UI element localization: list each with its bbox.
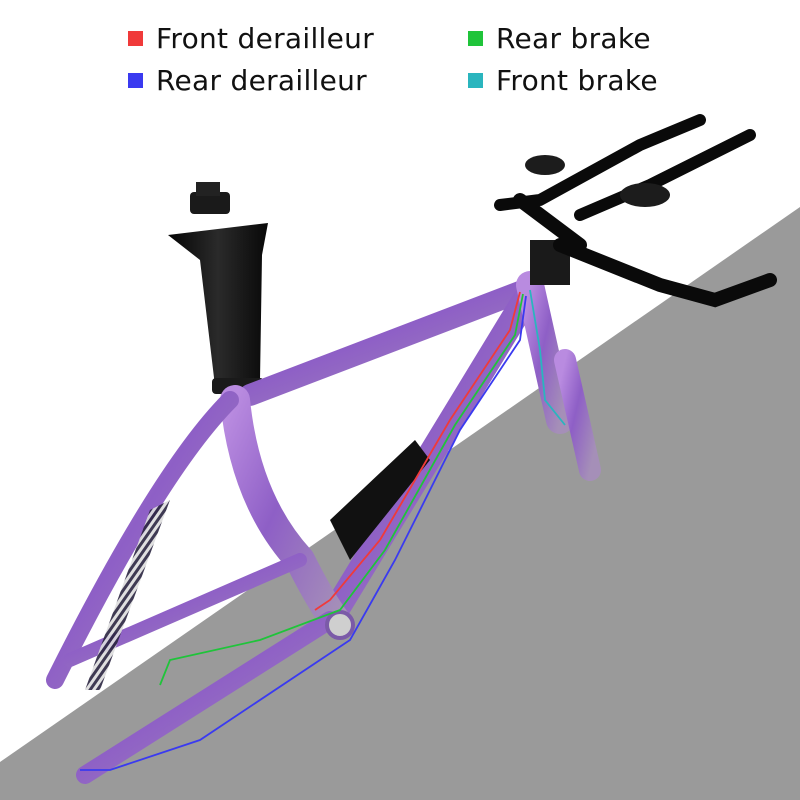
legend-label: Rear derailleur	[156, 64, 367, 97]
blue-swatch-icon	[128, 73, 143, 88]
legend-item-front-derailleur: Front derailleur	[128, 22, 374, 55]
legend-label: Front derailleur	[156, 22, 375, 55]
red-swatch-icon	[128, 31, 143, 46]
cable-routing	[80, 289, 566, 771]
legend-label: Rear brake	[496, 22, 651, 55]
teal-swatch-icon	[468, 73, 483, 88]
legend-item-rear-brake: Rear brake	[468, 22, 651, 55]
green-swatch-icon	[468, 31, 483, 46]
cable-legend: Front derailleur Rear brake Rear deraill…	[128, 20, 728, 110]
legend-item-front-brake: Front brake	[468, 64, 658, 97]
seatpost	[168, 182, 268, 394]
cockpit	[494, 114, 777, 308]
legend-item-rear-derailleur: Rear derailleur	[128, 64, 367, 97]
legend-label: Front brake	[496, 64, 658, 97]
